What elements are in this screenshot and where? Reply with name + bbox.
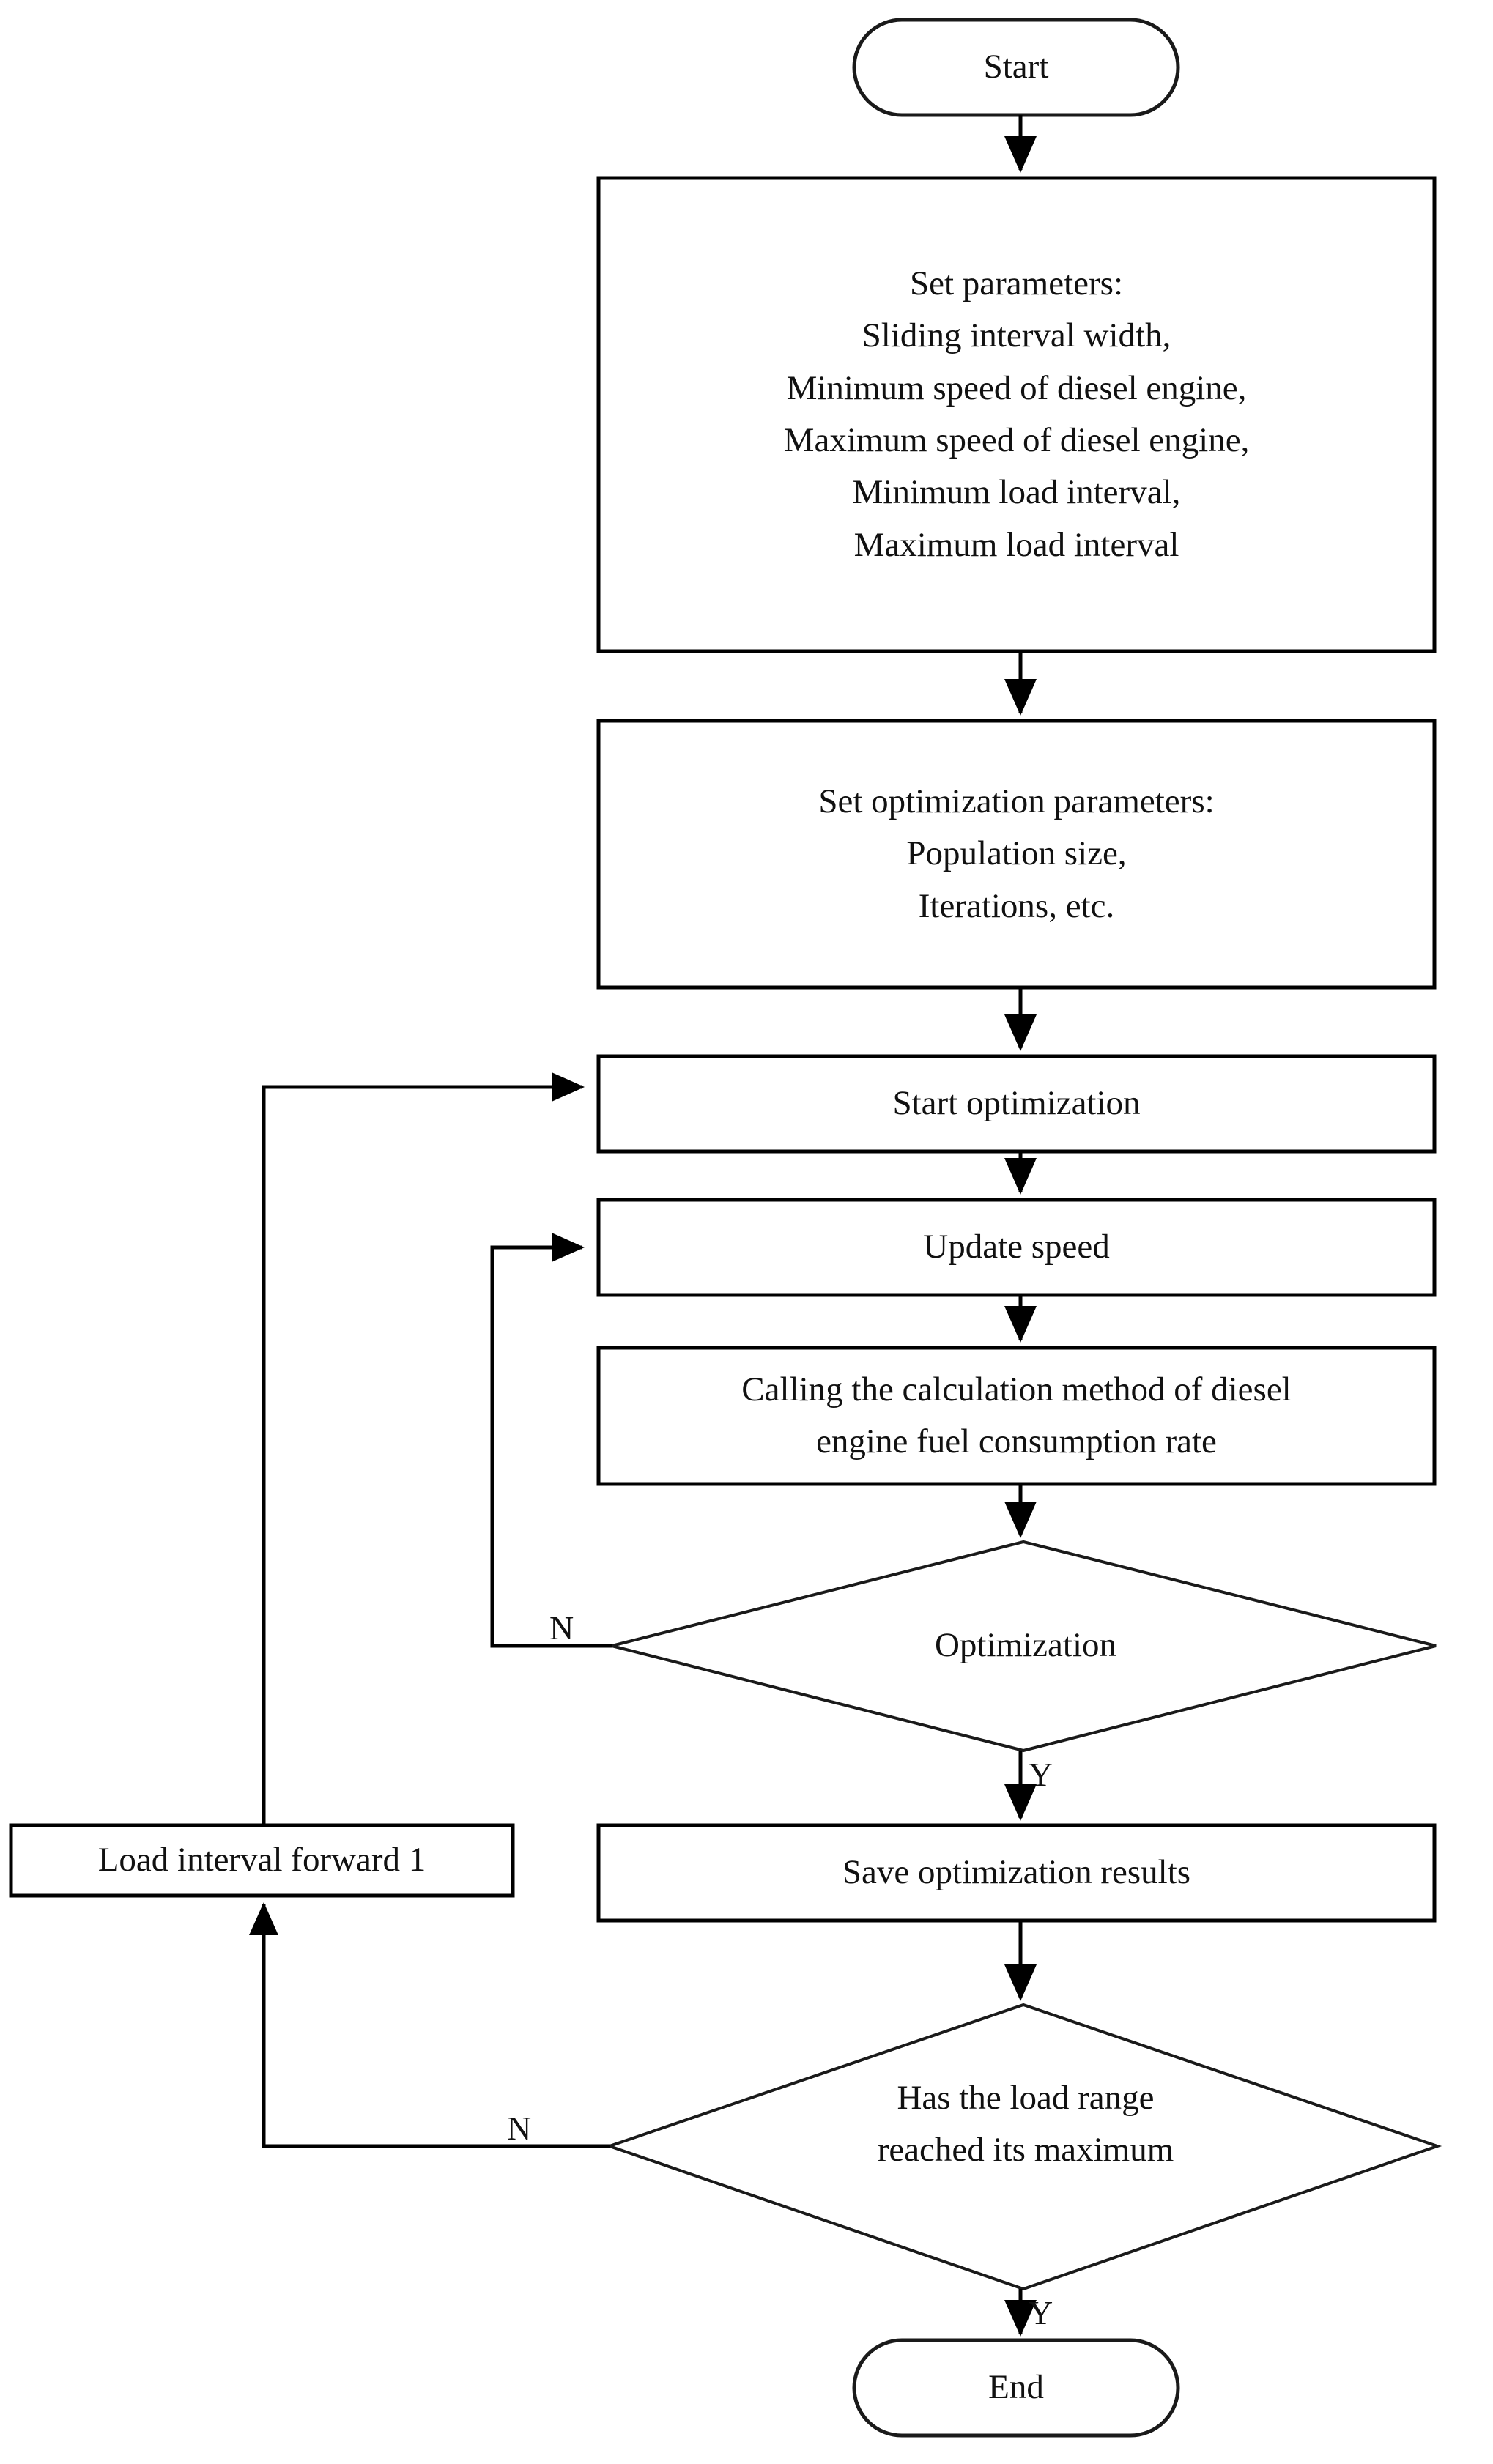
edge-loadfwd-to-startopt <box>262 1072 585 1825</box>
node-update-speed <box>596 1198 1437 1297</box>
node-start <box>852 18 1180 117</box>
node-load-range-decision <box>604 2003 1442 2291</box>
node-set-parameters <box>596 176 1437 653</box>
node-set-optimization-parameters <box>596 719 1437 990</box>
node-load-interval-forward <box>9 1823 515 1898</box>
node-end <box>852 2338 1180 2438</box>
branch-label-optimization-yes: Y <box>1029 1756 1053 1793</box>
node-optimization-decision <box>611 1540 1437 1753</box>
branch-label-loadmax-yes: Y <box>1029 2294 1053 2331</box>
edge-optimization-no-loop <box>490 1233 612 1648</box>
edge-loadmax-no-to-loadfwd <box>249 1901 610 2148</box>
node-start-optimization <box>596 1054 1437 1154</box>
node-calling-calculation <box>596 1346 1437 1486</box>
branch-label-optimization-no: N <box>549 1609 574 1647</box>
node-save-optimization-results <box>596 1823 1437 1923</box>
branch-label-loadmax-no: N <box>507 2109 532 2147</box>
